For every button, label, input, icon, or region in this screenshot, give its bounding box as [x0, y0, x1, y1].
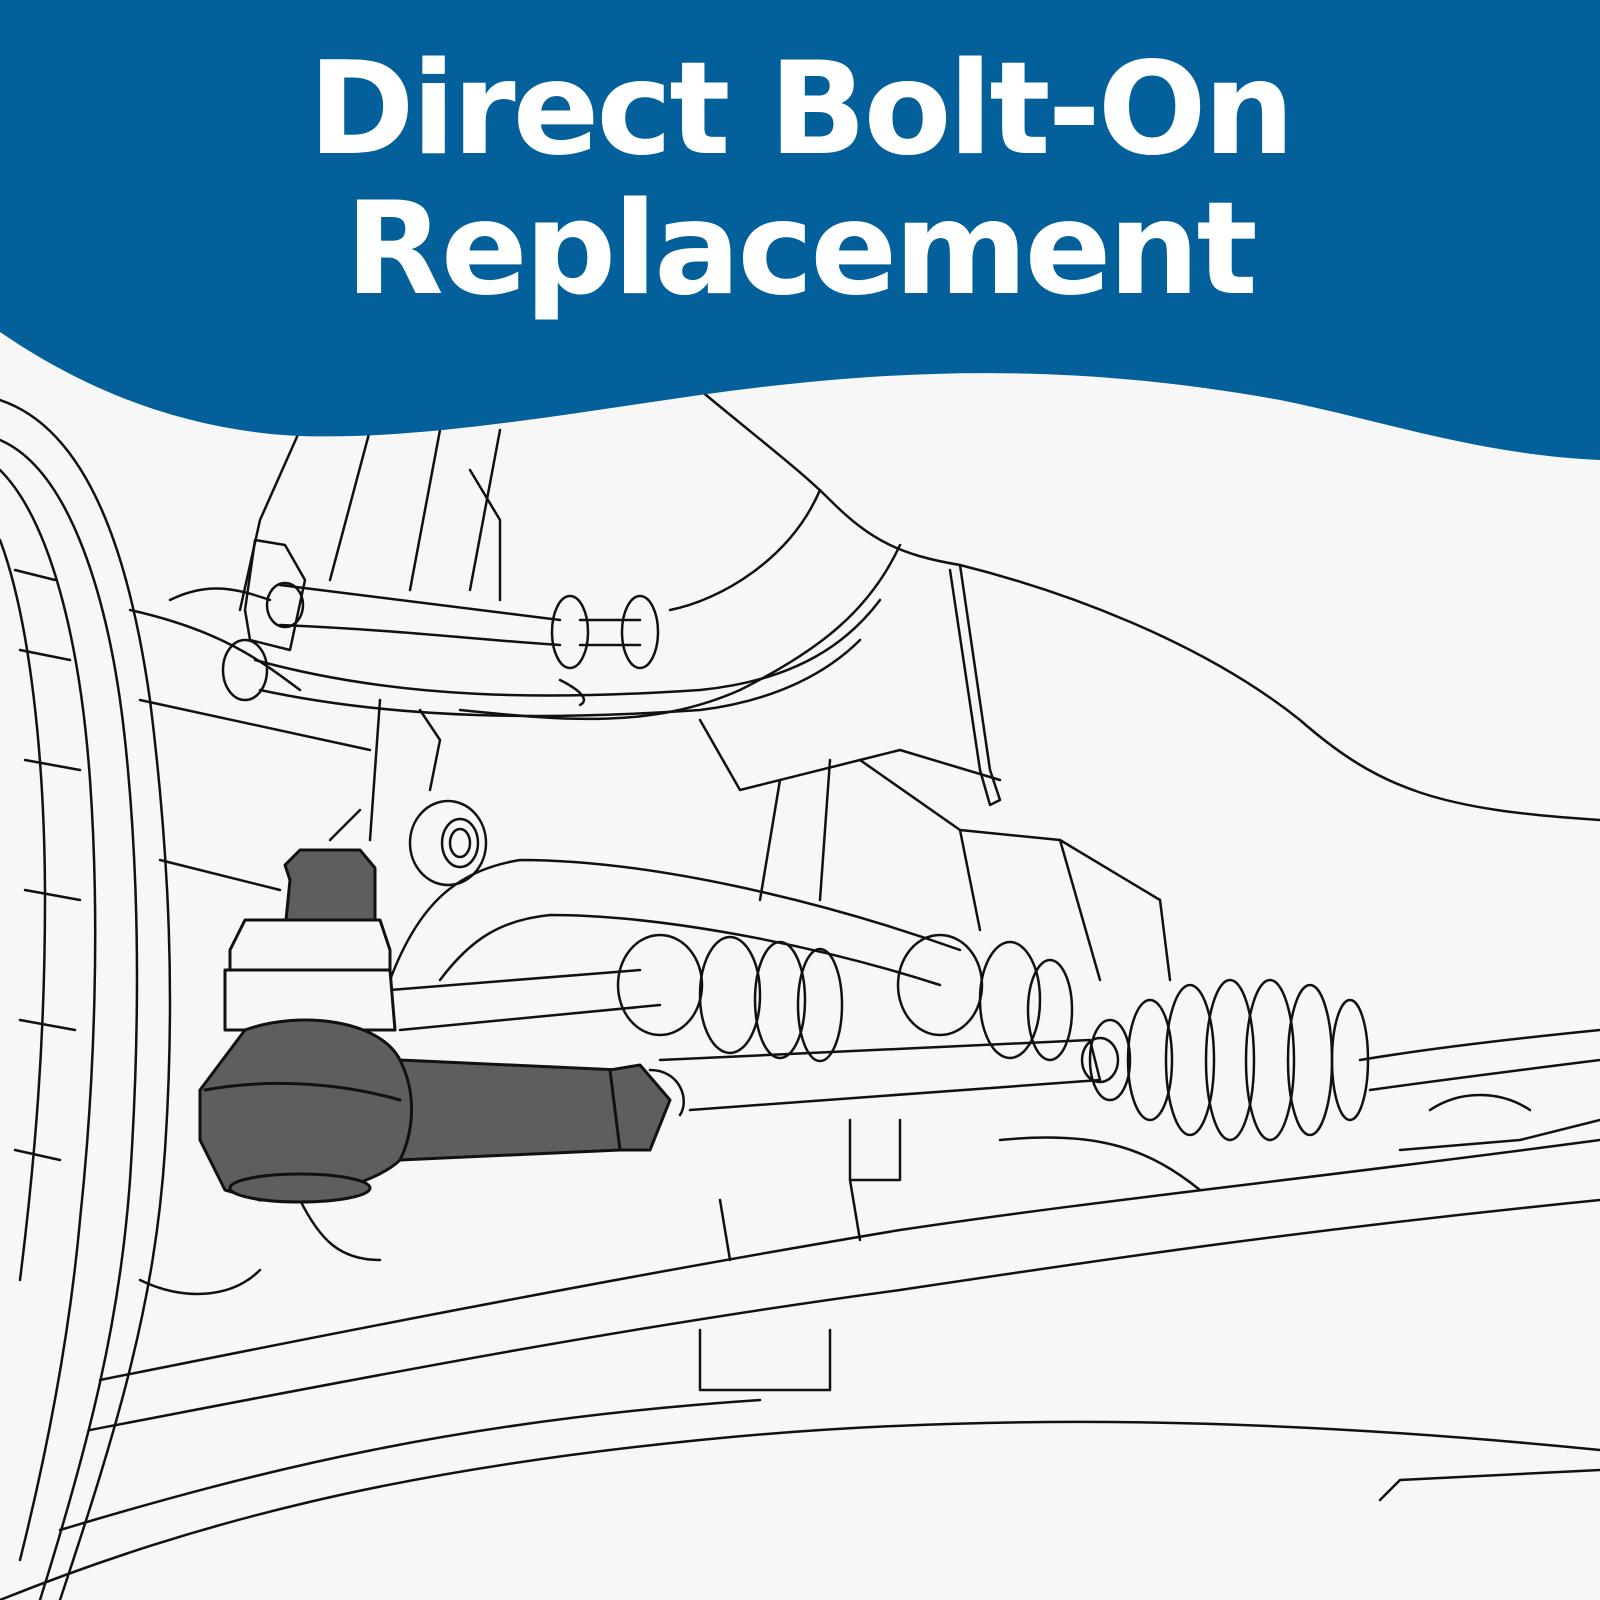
sway-bar-link	[221, 538, 882, 718]
header-banner-wave	[0, 0, 1600, 460]
headline-line-2: Replacement	[345, 175, 1257, 324]
chassis-frame-outline	[128, 388, 1600, 822]
steering-rack-boot	[388, 858, 1600, 1142]
tie-rod-end-highlight	[198, 848, 672, 1204]
inner-tie-rod	[388, 968, 1120, 1117]
lower-control-arm	[0, 1093, 1600, 1600]
knuckle-bushing	[138, 698, 1172, 982]
wheel-hub-outline	[0, 398, 172, 1600]
headline-line-1: Direct Bolt-On	[308, 35, 1294, 184]
headline: Direct Bolt-On Replacement	[0, 40, 1600, 320]
